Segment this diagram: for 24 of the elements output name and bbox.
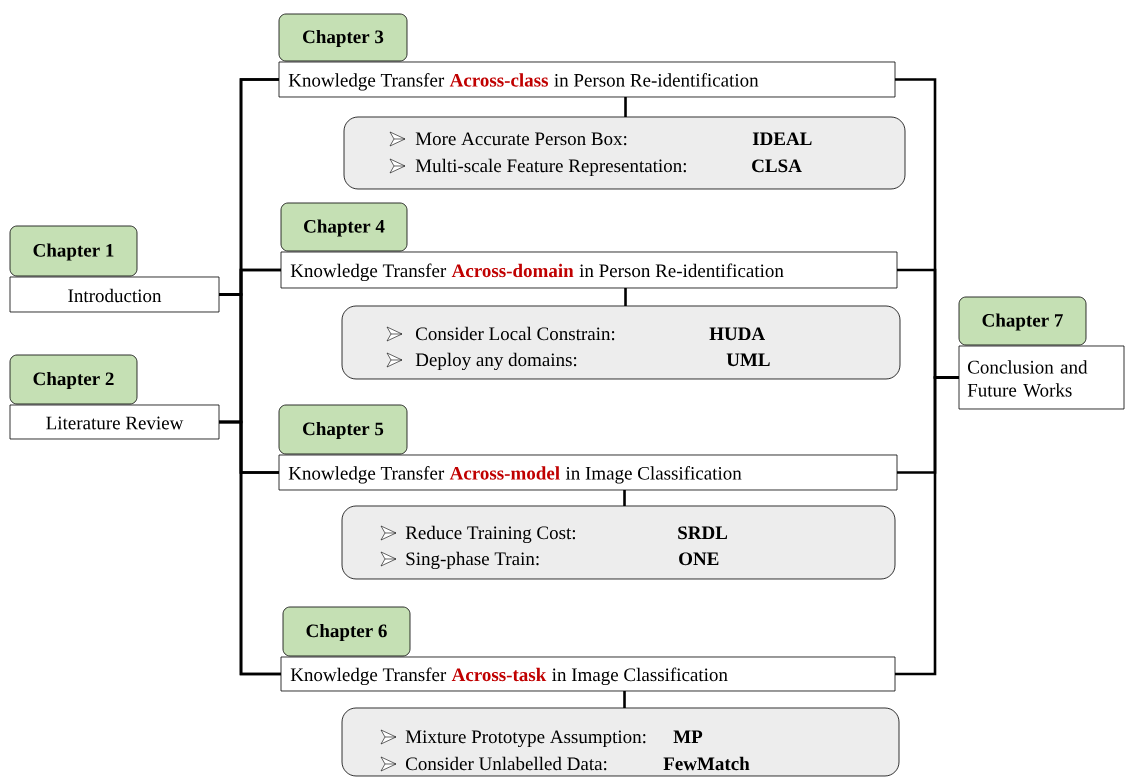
chapter-tab: Chapter 5: [278, 404, 408, 455]
summary-box: Consider Local Constrain: HUDA Deploy any domains: UML: [341, 305, 901, 380]
summary-box: Reduce Training Cost: SRDL Sing-phase Train: ONE: [341, 505, 896, 580]
chapter-box: Literature Review: [9, 404, 220, 440]
title-box: Knowledge Transfer Across-domain in Person Re-identification: [280, 251, 898, 289]
summary-box: More Accurate Person Box: IDEAL Multi-scale Feature Representation: CLSA: [343, 116, 906, 190]
connector-line: [623, 691, 626, 708]
title-box: Knowledge Transfer Across-model in Image Classification: [278, 454, 898, 491]
chapter-box: Introduction: [9, 276, 220, 313]
connector-line: [623, 490, 626, 506]
title-box: Knowledge Transfer Across-task in Image Classification: [280, 656, 896, 692]
connector-line: [624, 97, 627, 117]
chapter-tab: Chapter 3: [278, 13, 408, 62]
connector-line: [895, 376, 959, 676]
chapter-tab: Chapter 7: [958, 296, 1087, 346]
chapter-tab: Chapter 2: [9, 354, 138, 405]
chapter-tab: Chapter 1: [9, 225, 138, 277]
title-box: Knowledge Transfer Across-class in Person Re-identification: [278, 61, 896, 98]
chapter-tab: Chapter 6: [282, 606, 411, 657]
connector-line: [624, 288, 627, 306]
chapter-tab: Chapter 4: [280, 202, 408, 252]
connector-line: [219, 420, 281, 676]
chapter-box: Conclusion and Future Works: [958, 345, 1125, 410]
summary-box: Mixture Prototype Assumption: MP Consider Unlabelled Data: FewMatch: [341, 707, 900, 777]
